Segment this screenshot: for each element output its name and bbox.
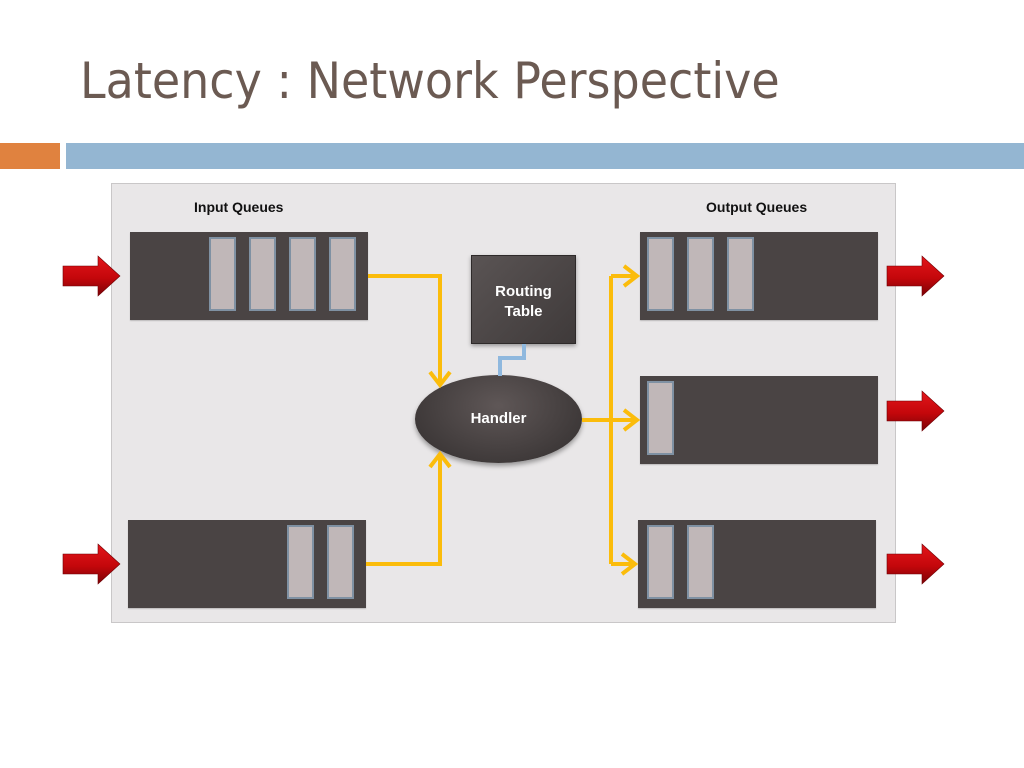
packet xyxy=(327,525,354,599)
input-queues-label: Input Queues xyxy=(194,199,284,215)
packet xyxy=(329,237,356,311)
packet xyxy=(287,525,314,599)
output-queue-2 xyxy=(640,376,878,464)
routing-table-line1: Routing xyxy=(495,283,552,300)
output-queue-3 xyxy=(638,520,876,608)
slide-title: Latency : Network Perspective xyxy=(80,52,780,110)
packet xyxy=(647,381,674,455)
packet xyxy=(249,237,276,311)
input-queue-1 xyxy=(130,232,368,320)
accent-bar-orange xyxy=(0,143,60,169)
accent-bar-blue xyxy=(66,143,1024,169)
routing-table-line2: Table xyxy=(504,303,543,320)
input-queue-2 xyxy=(128,520,366,608)
packet xyxy=(647,237,674,311)
packet xyxy=(687,237,714,311)
packet xyxy=(727,237,754,311)
packet xyxy=(647,525,674,599)
packet xyxy=(687,525,714,599)
handler-node: Handler xyxy=(415,375,582,463)
output-queues-label: Output Queues xyxy=(706,199,808,215)
handler-label: Handler xyxy=(470,410,527,427)
output-queue-1 xyxy=(640,232,878,320)
packet xyxy=(289,237,316,311)
packet xyxy=(209,237,236,311)
